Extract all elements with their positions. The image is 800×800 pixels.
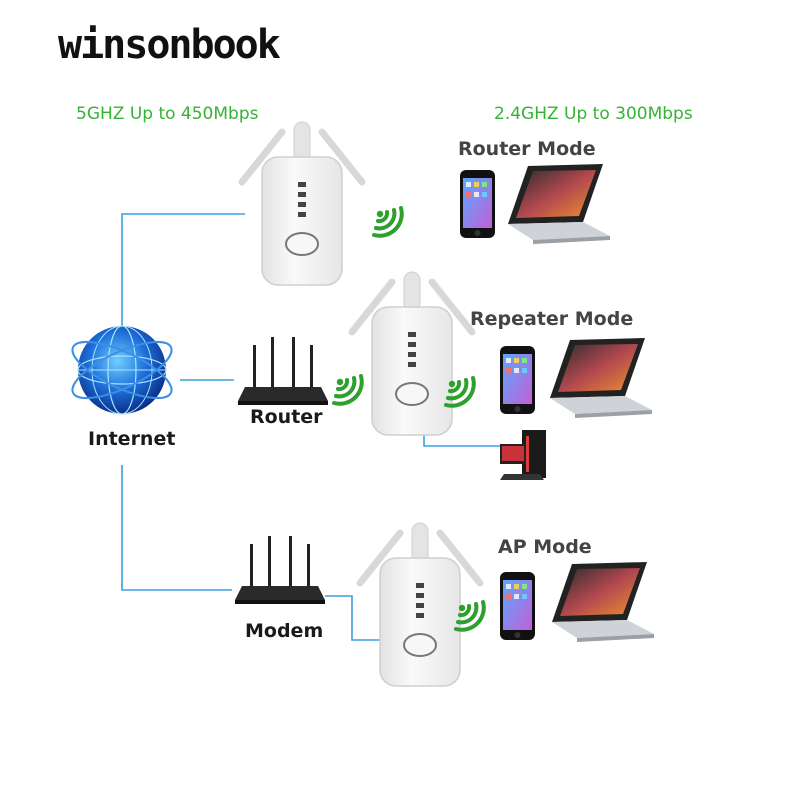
wifi-signal-icon <box>372 206 404 238</box>
internet-globe-icon <box>71 325 173 415</box>
laptop-icon <box>508 164 610 244</box>
internet-label: Internet <box>88 428 176 450</box>
connector-internet-modem <box>121 465 232 591</box>
smartphone-icon <box>500 346 535 414</box>
band-24ghz-label: 2.4GHZ Up to 300Mbps <box>494 104 693 124</box>
router-label: Router <box>250 406 323 428</box>
band-5ghz-label: 5GHZ Up to 450Mbps <box>76 104 259 124</box>
repeater-mode-title: Repeater Mode <box>470 308 634 330</box>
extender-router-mode-icon <box>242 122 362 285</box>
modem-icon <box>235 536 325 604</box>
laptop-icon <box>550 338 652 418</box>
smartphone-icon <box>500 572 535 640</box>
smartphone-icon <box>460 170 495 238</box>
router-icon <box>238 337 328 405</box>
connector-repeater-pc <box>423 435 500 447</box>
desktop-pc-icon <box>500 430 546 480</box>
extender-repeater-mode-icon <box>352 272 472 435</box>
connector-internet-extender <box>121 213 245 338</box>
modem-label: Modem <box>245 620 324 642</box>
extender-ap-mode-icon <box>360 523 480 686</box>
connector-modem-ap <box>325 595 392 641</box>
laptop-icon <box>552 562 654 642</box>
router-mode-title: Router Mode <box>458 138 596 160</box>
connector-lines <box>121 213 500 641</box>
wifi-signal-icon <box>332 374 364 406</box>
ap-mode-title: AP Mode <box>498 536 592 558</box>
brand-logo: winsonbook <box>58 22 281 68</box>
